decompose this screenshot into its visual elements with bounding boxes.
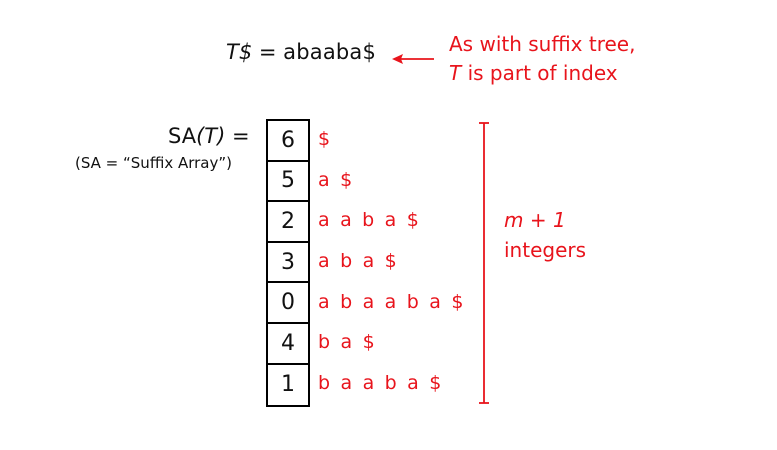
note-line-1: As with suffix tree, xyxy=(449,32,636,56)
sa-open-paren: ( xyxy=(196,124,205,148)
sa-cell: 6 xyxy=(268,121,308,162)
suffix-text: a b a $ xyxy=(318,250,399,273)
count-label: m + 1 integers xyxy=(504,205,586,265)
annotation-note: As with suffix tree, T is part of index xyxy=(449,30,635,88)
note-rest: is part of index xyxy=(461,61,618,85)
sa-t-symbol: T xyxy=(204,124,218,148)
note-line-2: T is part of index xyxy=(449,59,635,88)
count-expression: m + 1 xyxy=(504,205,586,235)
sa-cell: 5 xyxy=(268,162,308,203)
text-equation: T$ = abaaba$ xyxy=(226,40,376,64)
suffix-text: $ xyxy=(318,128,333,151)
dollar-symbol: $ xyxy=(238,40,253,64)
sa-abbrev: SA xyxy=(168,124,197,148)
sa-label: SA(T) = xyxy=(168,124,250,148)
suffix-text: a b a a b a $ xyxy=(318,290,466,313)
sa-cell: 3 xyxy=(268,243,308,284)
text-string: abaaba$ xyxy=(283,40,377,64)
equals-sign: = xyxy=(252,40,284,64)
count-word: integers xyxy=(504,238,587,262)
suffix-text: b a $ xyxy=(318,331,377,354)
sa-cell: 0 xyxy=(268,283,308,324)
note-t-symbol: T xyxy=(449,61,462,85)
count-one: 1 xyxy=(552,208,566,232)
left-arrow-icon xyxy=(392,54,434,64)
sa-close-eq: ) = xyxy=(217,124,250,148)
sa-cell: 2 xyxy=(268,202,308,243)
suffix-text: a $ xyxy=(318,168,355,191)
sa-subtitle: (SA = “Suffix Array”) xyxy=(75,154,232,172)
suffix-list: $ a $ a a b a $ a b a $ a b a a b a $ b … xyxy=(318,119,466,403)
sa-cell: 4 xyxy=(268,324,308,365)
suffix-array-box: 6 5 2 3 0 4 1 xyxy=(266,119,310,408)
suffix-text: a a b a $ xyxy=(318,209,422,232)
count-plus: + xyxy=(523,208,553,232)
count-m: m xyxy=(504,208,524,232)
text-symbol: T xyxy=(226,40,239,64)
sa-cell: 1 xyxy=(281,372,295,398)
suffix-text: b a a b a $ xyxy=(318,371,444,394)
range-bracket xyxy=(479,122,489,404)
